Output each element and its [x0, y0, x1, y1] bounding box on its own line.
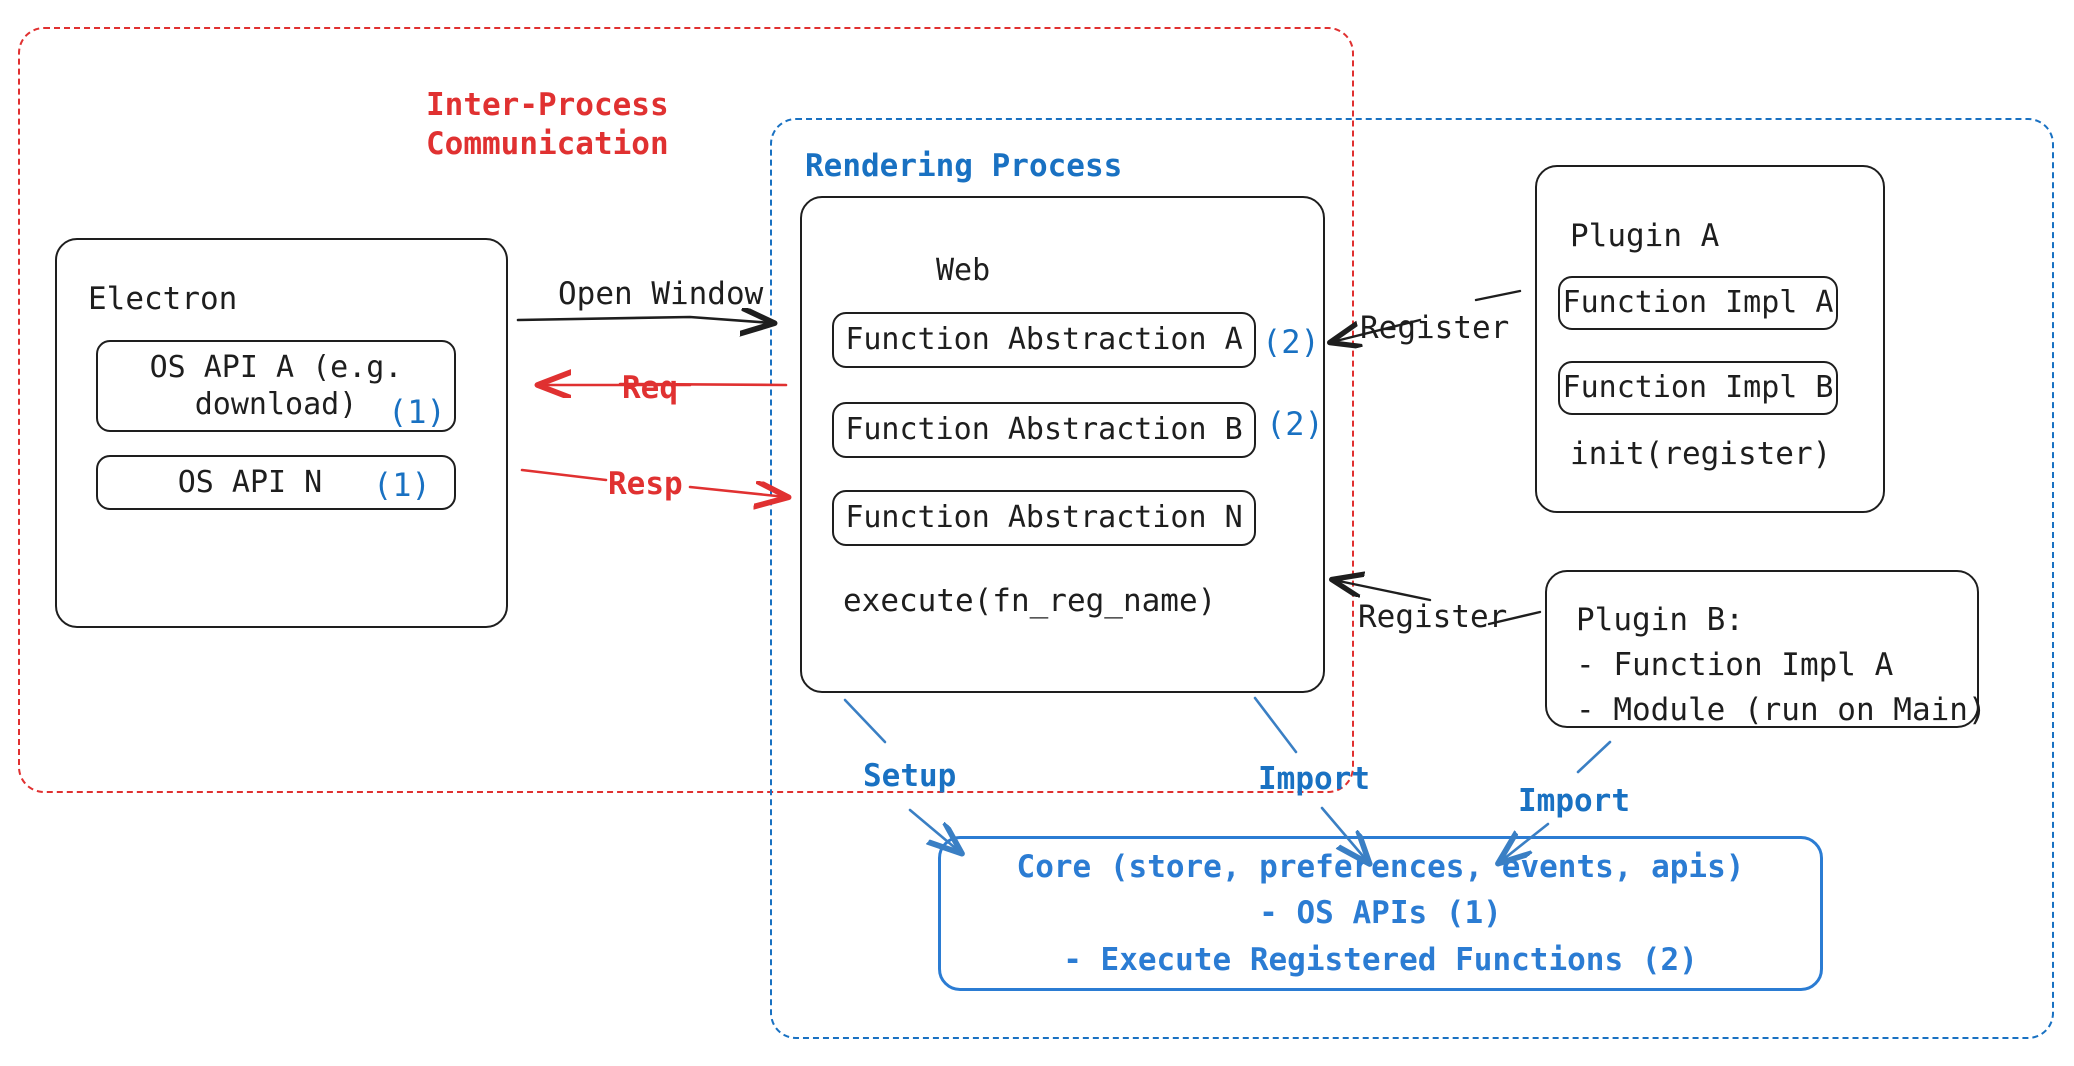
function-abstraction-b-marker: (2)	[1266, 405, 1324, 443]
core-box[interactable]: Core (store, preferences, events, apis) …	[938, 836, 1823, 991]
plugin-a-box[interactable]	[1535, 165, 1885, 513]
function-abstraction-a-marker: (2)	[1262, 323, 1320, 361]
plugin-a-function-impl-a-box[interactable]: Function Impl A	[1558, 276, 1838, 330]
plugin-a-function-impl-b-box[interactable]: Function Impl B	[1558, 361, 1838, 415]
web-execute-label: execute(fn_reg_name)	[843, 583, 1217, 619]
plugin-a-function-impl-b-label: Function Impl B	[1562, 370, 1834, 406]
ipc-boundary	[18, 27, 1354, 793]
plugin-a-function-impl-a-label: Function Impl A	[1562, 285, 1834, 321]
os-api-a-marker: (1)	[388, 393, 446, 431]
web-title: Web	[936, 253, 991, 288]
setup-label: Setup	[863, 758, 957, 794]
function-abstraction-n-label: Function Abstraction N	[845, 500, 1243, 536]
register-plugin-b-label: Register	[1358, 599, 1508, 635]
web-box[interactable]	[800, 196, 1325, 693]
function-abstraction-b-box[interactable]: Function Abstraction B	[832, 402, 1256, 458]
os-api-a-label: OS API A (e.g. download)	[149, 349, 403, 423]
core-text: Core (store, preferences, events, apis) …	[1016, 848, 1745, 978]
os-api-n-marker: (1)	[373, 466, 431, 504]
ipc-label: Inter-Process Communication	[426, 87, 669, 162]
function-abstraction-b-label: Function Abstraction B	[845, 412, 1243, 448]
open-window-label: Open Window	[558, 276, 764, 312]
register-plugin-a-label: Register	[1360, 310, 1510, 346]
rendering-process-label: Rendering Process	[805, 148, 1123, 184]
electron-title: Electron	[88, 281, 238, 317]
import-web-label: Import	[1258, 761, 1370, 797]
plugin-a-title: Plugin A	[1570, 218, 1720, 254]
function-abstraction-n-box[interactable]: Function Abstraction N	[832, 490, 1256, 546]
function-abstraction-a-label: Function Abstraction A	[845, 322, 1243, 358]
plugin-b-box[interactable]	[1545, 570, 1979, 728]
rendering-process-boundary	[770, 118, 2054, 1039]
os-api-a-box[interactable]: OS API A (e.g. download)	[96, 340, 456, 432]
plugin-b-lines: Plugin B: - Function Impl A - Module (ru…	[1576, 602, 1987, 728]
function-abstraction-a-box[interactable]: Function Abstraction A	[832, 312, 1256, 368]
os-api-n-box[interactable]: OS API N	[96, 455, 456, 510]
plugin-a-init-label: init(register)	[1570, 436, 1832, 472]
req-label: Req	[622, 370, 678, 406]
resp-label: Resp	[608, 466, 683, 502]
import-plugin-b-label: Import	[1518, 783, 1630, 819]
os-api-n-label: OS API N	[177, 464, 323, 500]
electron-box[interactable]	[55, 238, 508, 628]
